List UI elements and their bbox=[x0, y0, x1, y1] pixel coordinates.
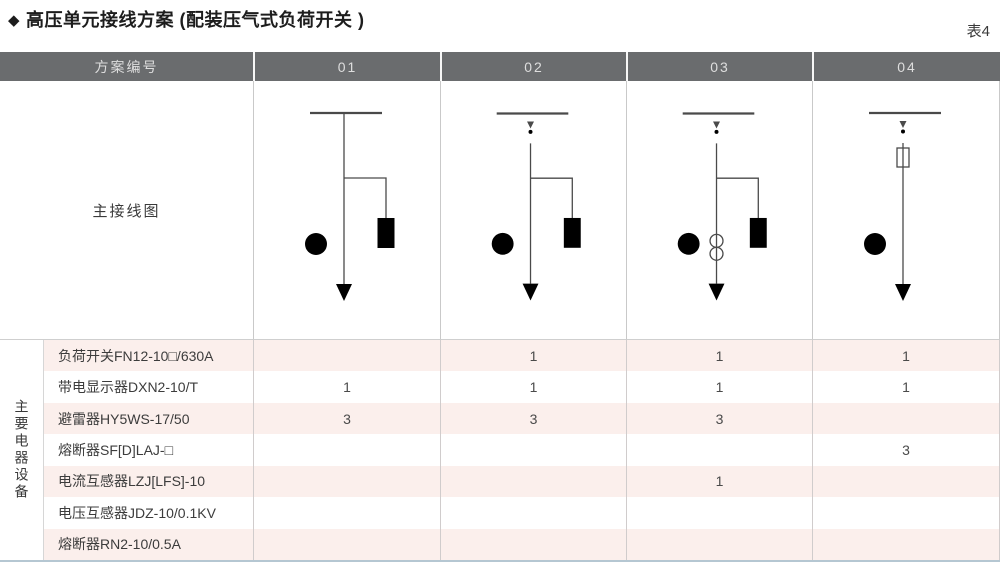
equipment-name: 负荷开关FN12-10□/630A bbox=[43, 340, 253, 372]
equipment-qty: 1 bbox=[812, 340, 1000, 372]
equipment-qty bbox=[812, 402, 1000, 435]
equipment-qty bbox=[440, 528, 626, 560]
equipment-qty bbox=[253, 465, 440, 498]
diamond-icon: ◆ bbox=[8, 12, 21, 29]
equipment-qty bbox=[440, 465, 626, 498]
equipment-qty: 1 bbox=[440, 371, 626, 403]
diagram-scheme-01 bbox=[253, 81, 440, 340]
diagram-scheme-03 bbox=[626, 81, 812, 340]
equipment-qty bbox=[253, 497, 440, 529]
equipment-qty bbox=[253, 434, 440, 466]
equipment-qty: 3 bbox=[253, 402, 440, 435]
equipment-qty bbox=[253, 340, 440, 372]
outgoing-feeder-arrow bbox=[708, 283, 725, 301]
scheme-table: 方案编号 01 02 03 04 主接线图 bbox=[0, 52, 1000, 562]
equipment-qty bbox=[626, 434, 812, 466]
live-display-symbol bbox=[491, 212, 531, 269]
header-scheme-label: 方案编号 bbox=[0, 52, 253, 81]
equipment-qty: 1 bbox=[626, 340, 812, 372]
header-scheme-03: 03 bbox=[626, 52, 812, 81]
equipment-qty: 1 bbox=[440, 340, 626, 372]
header-scheme-01: 01 bbox=[253, 52, 440, 81]
equipment-qty bbox=[812, 465, 1000, 498]
equipment-name: 避雷器HY5WS-17/50 bbox=[43, 402, 253, 435]
outgoing-feeder-arrow bbox=[895, 284, 911, 301]
header-scheme-02: 02 bbox=[440, 52, 626, 81]
arrester-branch-line bbox=[716, 177, 759, 218]
load-switch-symbol bbox=[527, 113, 534, 144]
equipment-qty: 1 bbox=[626, 465, 812, 498]
equipment-group-label: 主要电器设备 bbox=[0, 340, 43, 560]
equipment-qty: 1 bbox=[812, 371, 1000, 403]
load-switch-symbol bbox=[899, 113, 907, 143]
equipment-qty: 1 bbox=[253, 371, 440, 403]
equipment-qty: 1 bbox=[626, 371, 812, 403]
surge-arrester-symbol bbox=[746, 218, 770, 262]
equipment-qty bbox=[626, 497, 812, 529]
page-title: ◆ 高压单元接线方案 (配装压气式负荷开关 ) bbox=[8, 6, 365, 32]
outgoing-feeder-arrow bbox=[336, 284, 352, 301]
table-number-label: 表4 bbox=[966, 23, 990, 40]
fuse-symbol bbox=[896, 147, 910, 168]
equipment-name: 电压互感器JDZ-10/0.1KV bbox=[43, 497, 253, 529]
arrester-branch-line bbox=[344, 177, 387, 218]
outgoing-feeder-arrow bbox=[522, 283, 539, 301]
equipment-qty: 3 bbox=[812, 434, 1000, 466]
equipment-qty bbox=[626, 528, 812, 560]
header-scheme-04: 04 bbox=[812, 52, 1000, 81]
equipment-name: 电流互感器LZJ[LFS]-10 bbox=[43, 465, 253, 498]
diagram-scheme-02 bbox=[440, 81, 626, 340]
equipment-qty: 3 bbox=[626, 402, 812, 435]
page-title-text: 高压单元接线方案 (配装压气式负荷开关 ) bbox=[26, 10, 365, 30]
equipment-qty bbox=[812, 497, 1000, 529]
arrester-branch-line bbox=[530, 177, 573, 218]
equipment-name: 熔断器SF[D]LAJ-□ bbox=[43, 434, 253, 466]
live-display-symbol bbox=[304, 212, 344, 269]
load-switch-symbol bbox=[713, 113, 720, 144]
main-wiring-diagram-label: 主接线图 bbox=[0, 81, 253, 340]
equipment-qty bbox=[812, 528, 1000, 560]
equipment-qty: 3 bbox=[440, 402, 626, 435]
equipment-qty bbox=[440, 434, 626, 466]
equipment-qty bbox=[253, 528, 440, 560]
equipment-name: 熔断器RN2-10/0.5A bbox=[43, 528, 253, 560]
surge-arrester-symbol bbox=[374, 218, 398, 262]
equipment-qty bbox=[440, 497, 626, 529]
earthing-switch-symbol bbox=[903, 178, 960, 244]
equipment-name: 带电显示器DXN2-10/T bbox=[43, 371, 253, 403]
live-display-symbol bbox=[863, 212, 903, 269]
surge-arrester-symbol bbox=[560, 218, 584, 262]
diagram-scheme-04 bbox=[812, 81, 1000, 340]
current-transformer-symbol bbox=[709, 233, 724, 261]
